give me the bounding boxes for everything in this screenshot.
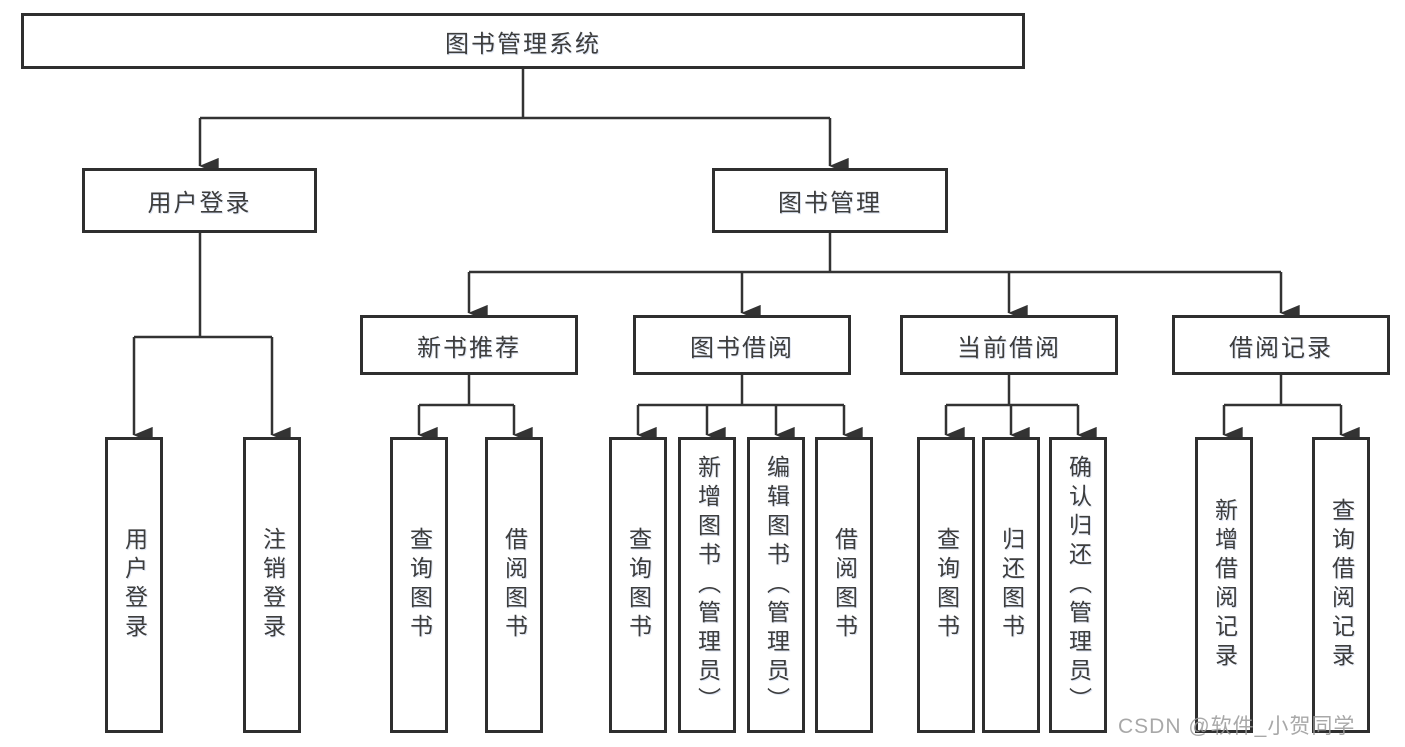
node-library-system: 图书管理系统 [21,13,1025,69]
leaf-query-books-borrowing: 查询图书 [609,437,667,733]
leaf-confirm-return-admin: 确认归还（管理员） [1049,437,1107,733]
leaf-edit-book-admin: 编辑图书（管理员） [747,437,805,733]
leaf-add-book-admin: 新增图书（管理员） [678,437,736,733]
leaf-borrow-books-recommend: 借阅图书 [485,437,543,733]
node-book-borrowing: 图书借阅 [633,315,851,375]
node-user-login-group: 用户登录 [82,168,317,233]
node-new-book-recommendation: 新书推荐 [360,315,578,375]
leaf-query-books-recommend: 查询图书 [390,437,448,733]
leaf-add-borrow-record: 新增借阅记录 [1195,437,1253,733]
leaf-user-login: 用户登录 [105,437,163,733]
leaf-borrow-books-borrowing: 借阅图书 [815,437,873,733]
leaf-query-borrow-record: 查询借阅记录 [1312,437,1370,733]
node-current-borrowing: 当前借阅 [900,315,1118,375]
leaf-return-book: 归还图书 [982,437,1040,733]
node-book-management: 图书管理 [712,168,948,233]
node-borrowing-records: 借阅记录 [1172,315,1390,375]
leaf-query-books-current: 查询图书 [917,437,975,733]
watermark-text: CSDN @软件_小贺同学 [1118,715,1356,738]
leaf-logout: 注销登录 [243,437,301,733]
